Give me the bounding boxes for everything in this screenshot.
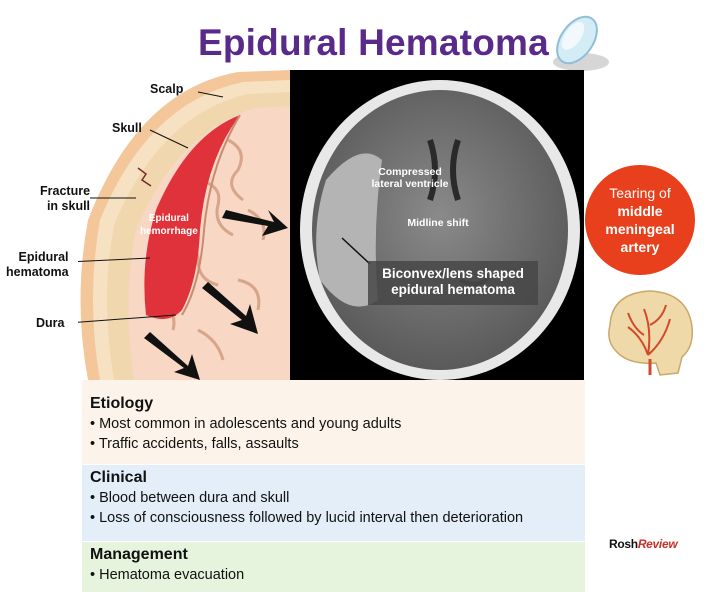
- etiology-heading: Etiology: [90, 395, 154, 412]
- side-note-line1: Tearing of: [609, 185, 671, 201]
- clinical-panel: Clinical • Blood between dura and skull …: [82, 465, 585, 541]
- management-list: • Hematoma evacuation: [90, 565, 585, 585]
- list-item: • Traffic accidents, falls, assaults: [90, 436, 299, 452]
- list-item: • Hematoma evacuation: [90, 567, 245, 583]
- management-heading: Management: [90, 546, 188, 563]
- ct-caption: Biconvex/lens shaped epidural hematoma: [382, 266, 524, 297]
- midline-shift-label: Midline shift: [407, 217, 469, 229]
- dura-label: Dura: [36, 316, 65, 330]
- logo-part1: Rosh: [609, 537, 638, 551]
- etiology-list: • Most common in adolescents and young a…: [90, 414, 585, 454]
- page-title: Epidural Hematoma: [198, 22, 549, 63]
- ct-caption-box: [368, 261, 538, 305]
- epidural-hematoma-label: Epidural hematoma: [6, 250, 69, 279]
- logo-part2: Review: [637, 537, 678, 551]
- lens-illustration: [553, 15, 609, 71]
- management-panel: Management • Hematoma evacuation: [82, 542, 585, 592]
- side-note-line2: middle: [617, 203, 663, 219]
- scalp-label: Scalp: [150, 82, 184, 96]
- hemorrhage-label: Epidural hemorrhage: [140, 213, 198, 237]
- side-note-line4: artery: [620, 239, 660, 255]
- anatomy-illustration: [78, 70, 290, 380]
- clinical-heading: Clinical: [90, 469, 147, 486]
- compressed-ventricle-label: Compressed lateral ventricle: [371, 166, 449, 190]
- etiology-panel: Etiology • Most common in adolescents an…: [82, 380, 585, 464]
- clinical-list: • Blood between dura and skull • Loss of…: [90, 488, 585, 528]
- list-item: • Loss of consciousness followed by luci…: [90, 510, 524, 526]
- roshreview-logo: RoshReview: [609, 537, 678, 551]
- skull-illustration: [608, 290, 694, 376]
- list-item: • Most common in adolescents and young a…: [90, 416, 402, 432]
- side-note-line3: meningeal: [605, 221, 675, 237]
- side-note-circle: Tearing of middle meningeal artery: [585, 165, 695, 275]
- ct-leader-line: [341, 237, 371, 265]
- list-item: • Blood between dura and skull: [90, 490, 290, 506]
- fracture-label: Fracture in skull: [40, 184, 91, 213]
- skull-label: Skull: [112, 121, 142, 135]
